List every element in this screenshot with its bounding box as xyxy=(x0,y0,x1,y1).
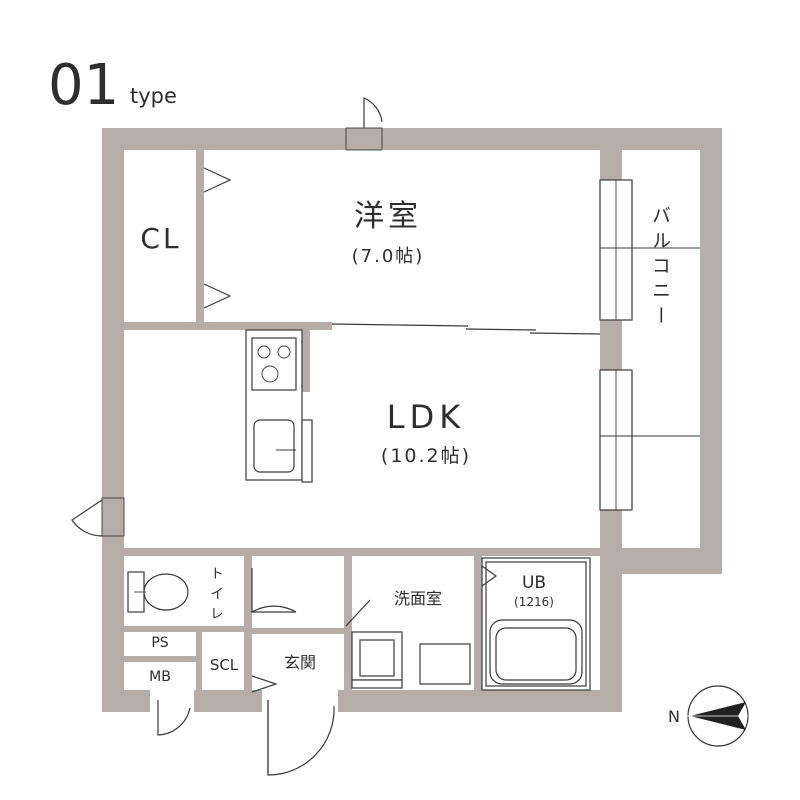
stove-icon xyxy=(251,337,297,391)
closet-door-markers xyxy=(203,167,232,309)
toilet-fixture xyxy=(127,571,189,613)
room-bath-name: UB xyxy=(522,573,546,593)
room-entrance-name: 玄関 xyxy=(284,653,316,672)
sliding-doors xyxy=(331,323,601,335)
room-bath-size: (1216) xyxy=(514,595,554,609)
washroom-fixtures xyxy=(351,631,471,689)
door-swings xyxy=(71,97,383,776)
room-balcony-name: バルコニー xyxy=(649,206,671,331)
room-pipe-space-name: PS xyxy=(151,635,168,651)
bathtub-fixture xyxy=(481,557,591,691)
room-ldk-size: (10.2帖) xyxy=(381,445,471,467)
sink-icon xyxy=(253,419,295,473)
kitchen-counter xyxy=(245,329,313,483)
room-shoe-closet-name: SCL xyxy=(210,656,239,674)
room-meter-box-name: MB xyxy=(149,669,171,685)
room-ldk-name: LDK xyxy=(387,398,465,436)
room-western-name: 洋室 xyxy=(354,199,422,234)
compass-label: N xyxy=(668,707,680,726)
north-arrow-icon: N xyxy=(668,685,749,747)
room-western-size: (7.0帖) xyxy=(352,246,425,267)
room-closet-name: CL xyxy=(140,222,181,255)
room-washroom-name: 洗面室 xyxy=(394,589,442,608)
balcony-windows xyxy=(599,179,700,511)
room-toilet-name: トイレ xyxy=(208,566,224,626)
plan-type-suffix: type xyxy=(130,84,177,108)
plan-type-number: 01 xyxy=(48,53,119,118)
